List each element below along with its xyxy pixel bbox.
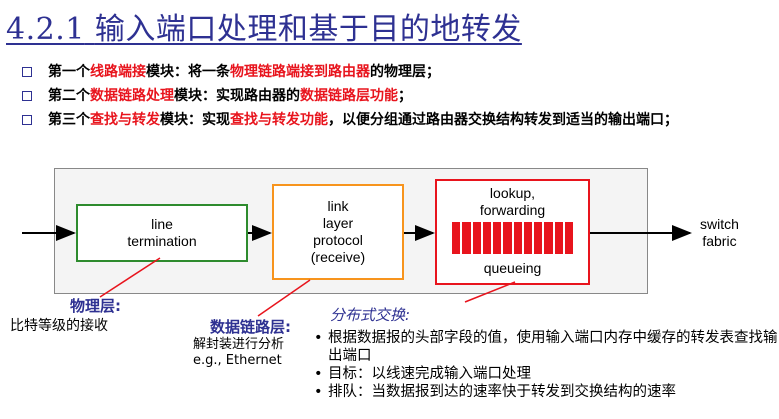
- queue-cell: [472, 222, 481, 254]
- queue-cell: [513, 222, 522, 254]
- pointer-distributed: [464, 281, 516, 303]
- highlight-text: 线路端接: [90, 64, 146, 80]
- bullet-text: 第二个: [48, 88, 90, 104]
- queue-cell: [564, 222, 573, 254]
- queue-cell: [503, 222, 512, 254]
- line-termination-label-1: line: [151, 216, 173, 232]
- queue-cell: [523, 222, 532, 254]
- bullet-text: 模块：实现: [160, 112, 230, 128]
- bullet-text: ，以便分组通过路由器交换结构转发到适当的输出端口；: [328, 112, 678, 128]
- highlight-text: 查找与转发功能: [230, 112, 328, 128]
- highlight-text: 数据链路处理: [90, 88, 174, 104]
- physical-layer-desc: 比特等级的接收: [10, 318, 108, 334]
- bullet-item: 第一个线路端接模块：将一条物理链路端接到路由器的物理层；: [20, 62, 760, 83]
- bullet-text: 的物理层；: [370, 64, 440, 80]
- bullet-item: 第三个查找与转发模块：实现查找与转发功能，以便分组通过路由器交换结构转发到适当的…: [20, 110, 760, 131]
- switch-label-2: fabric: [702, 233, 737, 249]
- datalink-desc-1: 解封装进行分析: [193, 337, 285, 352]
- queue-cell: [544, 222, 553, 254]
- pointer-datalink: [257, 279, 311, 317]
- square-bullet-icon: [22, 67, 32, 77]
- queue-cell: [493, 222, 502, 254]
- bullet-text: ；: [398, 88, 412, 104]
- list-item: 排队：当数据报到达的速率快于转发到交换结构的速率: [312, 383, 779, 401]
- slide-title: 4.2.1 输入端口处理和基于目的地转发: [6, 4, 522, 48]
- link-layer-box: link layer protocol (receive): [272, 184, 404, 280]
- highlight-text: 查找与转发: [90, 112, 160, 128]
- queue-cell: [482, 222, 491, 254]
- highlight-text: 物理链路端接到路由器: [230, 64, 370, 80]
- queue-cell: [452, 222, 461, 254]
- switch-fabric-label: switch fabric: [700, 216, 739, 250]
- diagram-arrows: [22, 225, 692, 317]
- link-layer-label-3: protocol: [313, 232, 363, 248]
- lookup-forwarding-box: lookup, forwarding: [435, 179, 590, 285]
- bullet-item: 第二个数据链路处理模块：实现路由器的数据链路层功能；: [20, 86, 760, 107]
- link-layer-label-1: link: [327, 198, 349, 214]
- physical-layer-label: 物理层:: [70, 297, 121, 315]
- switch-label-1: switch: [700, 216, 739, 232]
- bullet-text: 第一个: [48, 64, 90, 80]
- datalink-layer-label: 数据链路层:: [210, 318, 291, 336]
- section-number: 4.2.1: [6, 12, 85, 47]
- pointer-physical: [99, 257, 161, 298]
- line-termination-label-2: termination: [127, 233, 197, 249]
- queue-cell: [554, 222, 563, 254]
- square-bullet-icon: [22, 115, 32, 125]
- distributed-points-list: 根据数据报的头部字段的值，使用输入端口内存中缓存的转发表查找输出端口 目标：以线…: [312, 329, 779, 401]
- lookup-label-1: lookup,: [489, 185, 536, 201]
- link-layer-label-4: (receive): [310, 249, 366, 265]
- bullet-list: 第一个线路端接模块：将一条物理链路端接到路由器的物理层； 第二个数据链路处理模块…: [20, 62, 760, 134]
- queueing-label: queueing: [483, 260, 542, 276]
- datalink-desc: 解封装进行分析 e.g., Ethernet: [193, 337, 284, 369]
- bullet-text: 第三个: [48, 112, 90, 128]
- queue-buffer: [452, 222, 573, 254]
- datalink-desc-2: e.g., Ethernet: [193, 353, 282, 368]
- distributed-switching-label: 分布式交换:: [330, 306, 411, 324]
- link-layer-label-2: layer: [322, 215, 354, 231]
- highlight-text: 数据链路层功能: [300, 88, 398, 104]
- lookup-label-2: forwarding: [479, 202, 546, 218]
- square-bullet-icon: [22, 91, 32, 101]
- input-port-diagram: line termination link layer protocol (re…: [0, 164, 779, 419]
- queue-cell: [534, 222, 543, 254]
- bullet-text: 模块：实现路由器的: [174, 88, 300, 104]
- list-item: 根据数据报的头部字段的值，使用输入端口内存中缓存的转发表查找输出端口: [312, 329, 779, 365]
- queue-cell: [462, 222, 471, 254]
- list-item: 目标：以线速完成输入端口处理: [312, 365, 779, 383]
- bullet-text: 模块：将一条: [146, 64, 230, 80]
- line-termination-box: line termination: [76, 204, 248, 262]
- title-text: 输入端口处理和基于目的地转发: [94, 12, 522, 47]
